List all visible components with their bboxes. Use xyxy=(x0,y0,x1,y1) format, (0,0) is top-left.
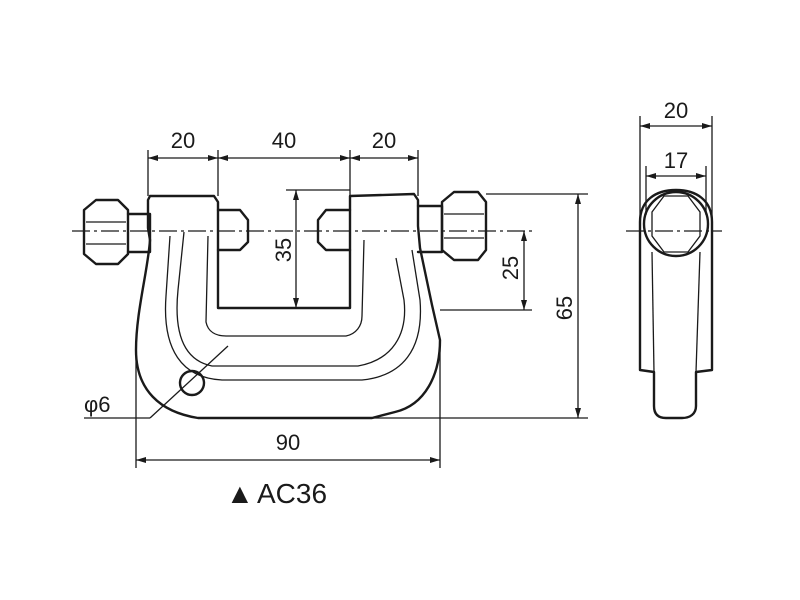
side-body xyxy=(638,188,714,420)
side-view xyxy=(626,188,722,420)
dim-top-right-width: 20 xyxy=(372,128,396,153)
model-name: AC36 xyxy=(257,478,327,509)
dim-screw-height: 25 xyxy=(498,256,523,280)
left-screw-tip xyxy=(216,208,250,252)
right-bolt-head xyxy=(440,190,488,262)
dim-side-inner-width: 17 xyxy=(664,148,688,173)
front-dimensions: 20 40 20 35 25 65 90 φ6 xyxy=(84,128,588,468)
dim-side-width: 20 xyxy=(664,98,688,123)
clamp-body-outer xyxy=(134,192,442,420)
left-bolt-head xyxy=(82,198,130,266)
dim-overall-height: 65 xyxy=(552,296,577,320)
right-screw-shank xyxy=(416,204,444,254)
jaw-inner-left xyxy=(205,235,365,337)
clamp-body-inner xyxy=(176,231,406,367)
dim-hole-diameter: φ6 xyxy=(84,392,111,417)
dim-inner-height: 35 xyxy=(271,238,296,262)
right-screw-tip xyxy=(316,208,352,252)
hole xyxy=(178,369,206,397)
left-screw-shank xyxy=(126,212,152,254)
side-dimensions: 20 17 xyxy=(639,98,713,222)
clamp-body-inner-2 xyxy=(164,235,422,381)
model-label: ▲ AC36 xyxy=(226,478,327,509)
front-view xyxy=(72,190,536,420)
side-hex xyxy=(651,195,701,253)
dim-overall-width: 90 xyxy=(276,430,300,455)
dim-top-left-width: 20 xyxy=(171,128,195,153)
dim-top-gap-width: 40 xyxy=(272,128,296,153)
side-bolt-head xyxy=(642,190,710,258)
model-marker: ▲ xyxy=(226,478,254,509)
